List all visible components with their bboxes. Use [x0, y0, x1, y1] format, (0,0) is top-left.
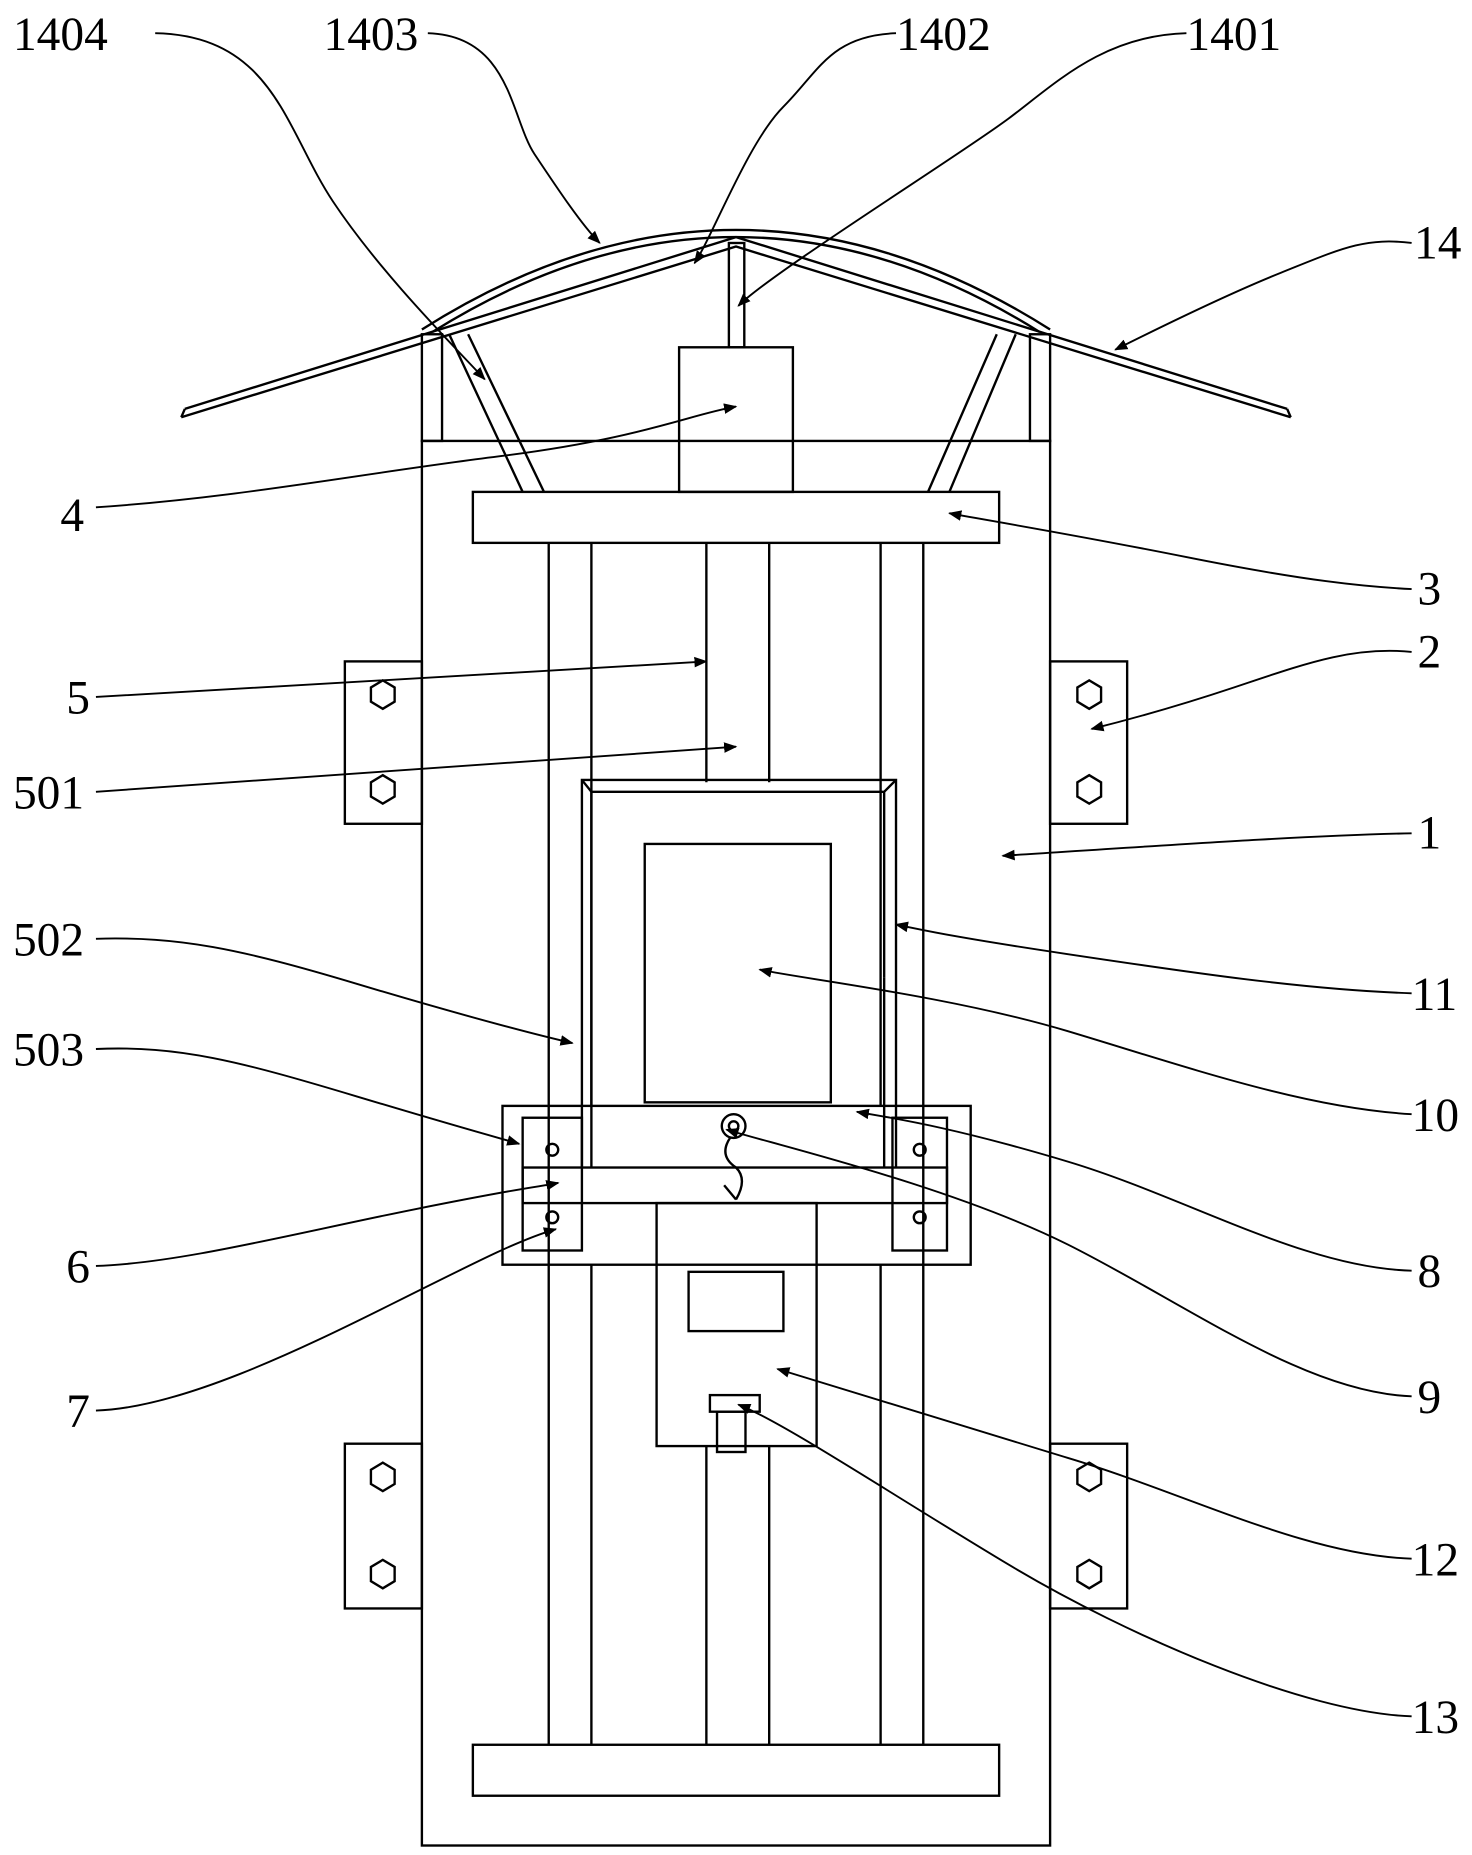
main-frame — [422, 334, 1050, 1845]
control-box — [657, 1203, 817, 1452]
label-4: 4 — [60, 490, 84, 542]
label-1404: 1404 — [13, 9, 108, 61]
label-7: 7 — [66, 1386, 90, 1438]
housing-box — [582, 780, 896, 1168]
label-6: 6 — [66, 1241, 90, 1293]
label-1: 1 — [1418, 808, 1442, 860]
label-11: 11 — [1412, 969, 1458, 1021]
mounting-brackets — [345, 661, 1127, 1608]
label-5: 5 — [66, 673, 90, 725]
screen — [689, 1272, 784, 1331]
label-503: 503 — [13, 1025, 84, 1077]
display-panel — [645, 844, 831, 1102]
label-1402: 1402 — [896, 9, 991, 61]
bottom-plate — [473, 1745, 999, 1796]
label-13: 13 — [1412, 1692, 1459, 1744]
label-9: 9 — [1418, 1372, 1442, 1424]
hook — [722, 1114, 746, 1199]
roof-canopy — [181, 230, 1290, 417]
leader-lines — [96, 33, 1412, 1716]
label-3: 3 — [1418, 564, 1442, 616]
label-12: 12 — [1412, 1534, 1459, 1586]
piston-rod — [729, 243, 744, 347]
lock — [710, 1395, 760, 1412]
label-1401: 1401 — [1186, 9, 1281, 61]
label-502: 502 — [13, 914, 84, 966]
label-10: 10 — [1412, 1090, 1459, 1142]
diagonal-struts — [449, 334, 1016, 492]
reference-labels: 1404 1403 1402 1401 14 4 3 5 2 501 1 502… — [13, 9, 1461, 1744]
label-8: 8 — [1418, 1246, 1442, 1298]
label-2: 2 — [1418, 626, 1442, 678]
guide-rails — [549, 543, 924, 1745]
label-14: 14 — [1414, 217, 1461, 269]
label-501: 501 — [13, 767, 84, 819]
label-1403: 1403 — [324, 9, 419, 61]
cylinder — [679, 347, 793, 492]
top-plate — [473, 492, 999, 543]
